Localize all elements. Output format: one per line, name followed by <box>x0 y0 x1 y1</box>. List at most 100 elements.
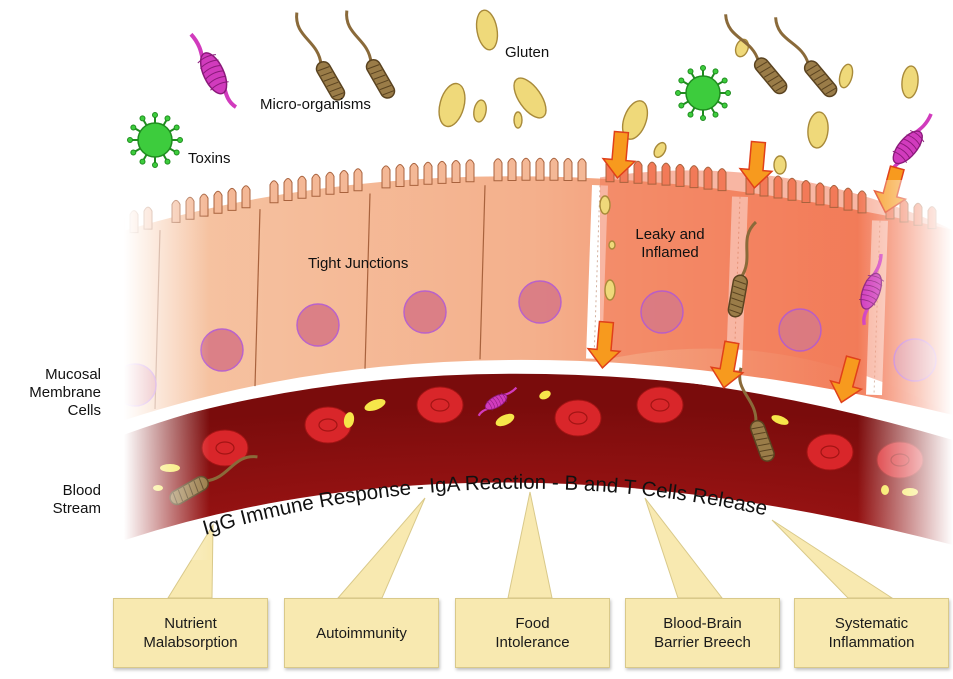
virus <box>127 112 183 168</box>
bacterium-stripe <box>806 64 818 72</box>
bacterium-stripe <box>329 86 342 93</box>
bacterium-stripe <box>825 87 837 95</box>
gluten-particle <box>773 155 787 175</box>
virus-spike-tip <box>173 124 180 131</box>
gluten-particle <box>653 141 667 159</box>
bacterium-stripe <box>382 90 395 96</box>
virus-body <box>137 122 173 158</box>
effect-autoimmunity[interactable]: Autoimmunity <box>284 598 439 668</box>
bacterium <box>345 10 396 99</box>
gluten-particle <box>838 63 854 89</box>
toxin-coil <box>210 81 229 91</box>
bacterium-stripe <box>775 84 787 92</box>
toxin-coil <box>205 70 224 80</box>
gluten-label: Gluten <box>505 44 550 61</box>
gluten-particle <box>901 65 919 99</box>
toxin-coil <box>909 130 925 143</box>
toxin-coil <box>199 59 219 69</box>
mucosal-line1: Mucosal <box>45 366 101 383</box>
villus <box>507 158 517 181</box>
bacterium <box>295 12 346 101</box>
leak-arrow <box>601 130 637 180</box>
bacterium-flagellum <box>774 17 810 65</box>
blood-line2: Stream <box>52 500 101 517</box>
gluten-particle <box>807 111 829 149</box>
virus-spike-tip <box>152 162 158 168</box>
virus-spike-tip <box>678 102 685 109</box>
arrow-shape <box>601 130 637 180</box>
effect-line2: Barrier Breech <box>654 634 751 651</box>
leaky-inflamed-line2: Inflamed <box>641 244 699 261</box>
villus <box>563 157 573 181</box>
micro-organisms-label: Micro-organisms <box>260 96 371 113</box>
villus <box>535 157 545 181</box>
virus-spike-tip <box>139 158 146 165</box>
bacterium-flagellum <box>345 10 373 63</box>
virus-spike-tip <box>712 111 719 118</box>
virus-spike-tip <box>130 124 137 131</box>
villus <box>577 158 587 182</box>
virus-spike-tip <box>687 68 694 75</box>
bacterium-stripe <box>367 64 380 70</box>
villus <box>661 162 671 186</box>
bacterium-stripe <box>376 79 389 85</box>
toxin-coil <box>899 142 914 155</box>
toxin <box>886 113 933 179</box>
virus-spike-tip <box>127 137 133 143</box>
virus-spike-tip <box>712 68 719 75</box>
toxin-coil <box>197 54 216 64</box>
virus-spike-tip <box>177 137 183 143</box>
tight-junctions-label: Tight Junctions <box>308 255 409 272</box>
virus-spike-tip <box>164 158 171 165</box>
bacterium-stripe <box>323 76 336 82</box>
bacterium-stripe <box>320 71 333 77</box>
mucosal-line2: Membrane <box>29 384 101 401</box>
bacterium-stripe <box>756 61 768 69</box>
villus <box>549 157 559 181</box>
gluten-particle <box>475 9 499 51</box>
villus <box>465 159 475 183</box>
virus-spike-tip <box>687 111 694 118</box>
virus-spike-tip <box>173 149 180 156</box>
virus-spike-tip <box>678 77 685 84</box>
bacterium-stripe <box>817 78 829 86</box>
toxin-coil <box>903 138 918 151</box>
virus-spike-tip <box>721 77 728 84</box>
effect-line1: Food <box>515 615 550 632</box>
bacterium-stripe <box>810 69 821 77</box>
gluten-particle <box>513 111 523 129</box>
virus-spike-tip <box>700 65 706 71</box>
bacterium-stripe <box>373 74 386 80</box>
villus <box>437 160 447 184</box>
toxin-coil <box>906 134 921 147</box>
bacterium-stripe <box>370 69 383 75</box>
gluten-particle <box>438 82 466 128</box>
bacterium-body <box>753 57 788 95</box>
bacterium-body <box>365 58 396 99</box>
virus-spike-tip <box>130 149 137 156</box>
bacterium-stripe <box>760 66 771 74</box>
villus <box>409 162 419 186</box>
bacterium-stripe <box>317 66 330 72</box>
bacterium <box>724 14 788 95</box>
blood-stream-label: Blood Stream <box>10 482 101 518</box>
effect-line2: Malabsorption <box>143 634 238 651</box>
virus-spike-tip <box>725 90 731 96</box>
virus-spike-tip <box>700 115 706 121</box>
bacterium-stripe <box>821 82 833 90</box>
virus-spike-tip <box>675 90 681 96</box>
virus <box>675 65 731 121</box>
villus <box>633 160 643 184</box>
bacterium-flagellum <box>295 12 323 65</box>
toxins-label: Toxins <box>188 150 231 167</box>
villus <box>521 157 531 181</box>
bacterium-stripe <box>767 75 779 83</box>
effect-line1: Nutrient <box>164 615 217 632</box>
effect-line1: Systematic <box>834 615 909 632</box>
effect-line1: Blood-Brain <box>663 615 742 632</box>
